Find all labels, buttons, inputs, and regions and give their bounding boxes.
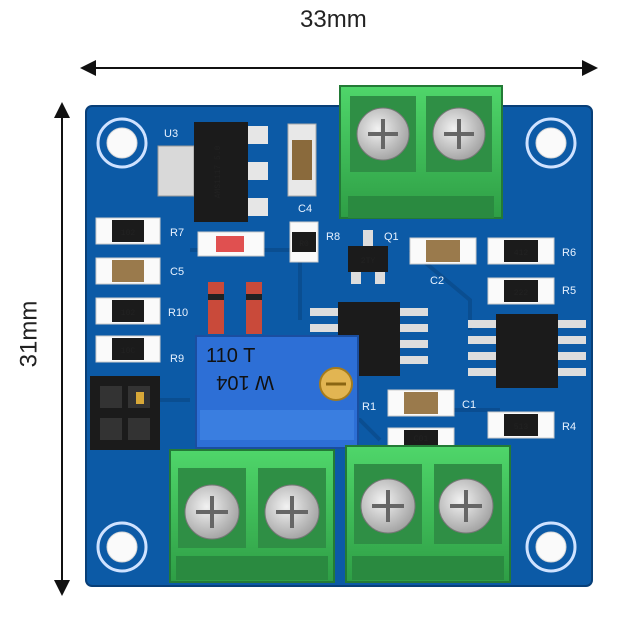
resistor-r8: R0 [289, 221, 319, 263]
resistor-r5: 222 [487, 277, 555, 305]
screw-icon [432, 107, 486, 161]
screw-icon [184, 484, 240, 540]
svg-text:412: 412 [514, 249, 529, 258]
pot-marking-line1: 110 T [206, 345, 255, 367]
ic-chip-right [468, 314, 586, 388]
svg-text:C01: C01 [414, 435, 429, 444]
jumper-header [90, 376, 160, 450]
label-c5: C5 [170, 266, 184, 278]
capacitor-c1 [387, 389, 455, 417]
width-dimension-label: 33mm [300, 6, 367, 33]
svg-text:2TY: 2TY [361, 257, 376, 266]
label-u3: U3 [164, 128, 178, 140]
capacitor-c4 [287, 123, 317, 197]
transistor-q1: 2TY [348, 230, 388, 284]
label-c4: C4 [298, 203, 312, 215]
label-r5: R5 [562, 285, 576, 297]
mounting-hole-bottom-left [96, 521, 148, 573]
regulator-marking: AMS1117 5.0 [214, 145, 223, 198]
capacitor-c2 [409, 237, 477, 265]
trim-potentiometer: 110 T W 104 [195, 335, 359, 449]
resistor-small: C01 [387, 427, 455, 449]
led-d1 [197, 231, 265, 257]
svg-text:513: 513 [514, 423, 529, 432]
label-q1: Q1 [384, 231, 399, 243]
label-r8: R8 [326, 231, 340, 243]
screw-icon [438, 478, 494, 534]
label-r1: R1 [362, 401, 376, 413]
screw-icon [360, 478, 416, 534]
mounting-hole-bottom-right [525, 521, 577, 573]
capacitor-c5 [95, 257, 161, 285]
resistor-r6: 412 [487, 237, 555, 265]
label-r10: R10 [168, 307, 188, 319]
resistor-r7: 102 [95, 217, 161, 245]
pot-marking-line2: W 104 [216, 371, 274, 393]
terminal-block-bottom-right [345, 445, 511, 583]
screw-icon [264, 484, 320, 540]
diode-pair [208, 282, 262, 334]
terminal-block-top [339, 85, 503, 219]
resistor-r4: 513 [487, 411, 555, 439]
resistor-r9: 10C [95, 335, 161, 363]
voltage-regulator-u3: AMS1117 5.0 [157, 122, 268, 222]
label-r7: R7 [170, 227, 184, 239]
screw-icon [356, 107, 410, 161]
label-r4: R4 [562, 421, 576, 433]
svg-text:102: 102 [121, 229, 136, 238]
terminal-block-bottom-left [169, 449, 335, 583]
svg-text:R0: R0 [299, 240, 309, 249]
label-c1: C1 [462, 399, 476, 411]
label-c2: C2 [430, 275, 444, 287]
svg-text:102: 102 [121, 309, 136, 318]
label-r6: R6 [562, 247, 576, 259]
svg-text:10C: 10C [121, 347, 136, 356]
resistor-r10: 102 [95, 297, 161, 325]
svg-text:222: 222 [514, 289, 529, 298]
mounting-hole-top-left [96, 117, 148, 169]
label-r9: R9 [170, 353, 184, 365]
mounting-hole-top-right [525, 117, 577, 169]
